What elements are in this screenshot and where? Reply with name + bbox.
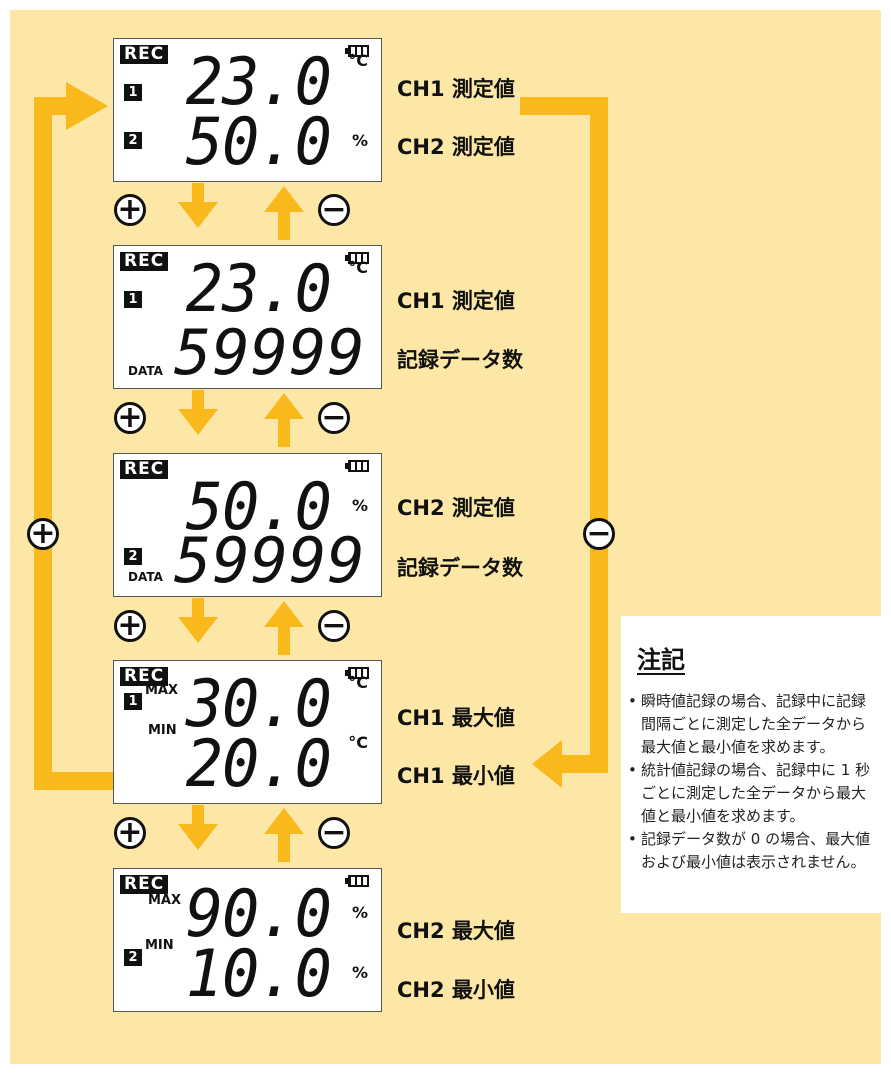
channel-2-badge: 2 bbox=[124, 949, 142, 966]
plus-key-icon: + bbox=[114, 816, 146, 850]
note-item: 瞬時値記録の場合、記録中に記録間隔ごとに測定した全データから最大値と最小値を求め… bbox=[625, 690, 879, 759]
max-reading: 90.0 bbox=[185, 875, 332, 952]
rec-indicator: REC bbox=[120, 667, 169, 686]
rec-indicator: REC bbox=[120, 875, 169, 894]
bottom-reading: 50.0 bbox=[185, 103, 332, 180]
lcd-panel-2: REC 1 DATA 23.0 °C 59999 bbox=[113, 245, 382, 389]
min-label: MIN bbox=[148, 723, 177, 738]
note-title: 注記 bbox=[637, 646, 685, 674]
channel-1-badge: 1 bbox=[124, 291, 142, 308]
data-label: DATA bbox=[128, 570, 163, 584]
plus-key-icon: + bbox=[114, 609, 146, 643]
minus-key-icon: − bbox=[583, 517, 615, 551]
left-loop-line bbox=[34, 97, 52, 790]
left-loop-top bbox=[34, 97, 68, 115]
panel-3-label-bottom: 記録データ数 bbox=[397, 556, 523, 580]
top-unit: % bbox=[351, 496, 368, 515]
max-label: MAX bbox=[148, 893, 182, 908]
panel-3-label-top: CH2 測定値 bbox=[397, 496, 515, 520]
top-reading: 23.0 bbox=[185, 250, 332, 327]
min-label: MIN bbox=[145, 938, 174, 953]
lcd-panel-3: REC 50.0 % 2 DATA 59999 bbox=[113, 453, 382, 597]
minus-key-icon: − bbox=[318, 193, 350, 227]
data-label: DATA bbox=[128, 364, 163, 378]
note-item: 統計値記録の場合、記録中に 1 秒ごとに測定した全データから最大値と最小値を求め… bbox=[625, 759, 879, 828]
bottom-unit: °C bbox=[348, 733, 368, 752]
minus-key-icon: − bbox=[318, 816, 350, 850]
lcd-panel-4: REC 1 MAX MIN 30.0 °C 20.0 °C bbox=[113, 660, 382, 804]
rec-indicator: REC bbox=[120, 460, 169, 479]
max-label: MAX bbox=[145, 683, 179, 698]
right-loop-arrowhead bbox=[532, 740, 562, 788]
right-loop-bottom bbox=[560, 755, 608, 773]
left-loop-arrowhead bbox=[66, 82, 108, 130]
right-loop-line bbox=[590, 97, 608, 773]
plus-key-icon: + bbox=[27, 517, 59, 551]
top-unit: °C bbox=[348, 673, 368, 692]
right-loop-top bbox=[520, 97, 608, 115]
lcd-panel-5: REC MAX 2 MIN 90.0 % 10.0 % bbox=[113, 868, 382, 1012]
top-unit: °C bbox=[348, 51, 368, 70]
panel-2-label-bottom: 記録データ数 bbox=[397, 348, 523, 372]
battery-icon bbox=[345, 875, 369, 887]
minus-key-icon: − bbox=[318, 401, 350, 435]
panel-2-label-top: CH1 測定値 bbox=[397, 289, 515, 313]
battery-icon bbox=[345, 667, 369, 679]
down-arrows bbox=[178, 183, 218, 850]
bottom-unit: % bbox=[351, 963, 368, 982]
data-count-reading: 59999 bbox=[174, 524, 366, 597]
lcd-panel-1: REC 1 2 23.0 °C 50.0 % bbox=[113, 38, 382, 182]
battery-icon bbox=[345, 460, 369, 472]
battery-icon bbox=[345, 45, 369, 57]
channel-2-badge: 2 bbox=[124, 132, 142, 149]
plus-key-icon: + bbox=[114, 193, 146, 227]
note-item: 記録データ数が 0 の場合、最大値および最小値は表示されません。 bbox=[625, 828, 879, 874]
channel-1-badge: 1 bbox=[124, 693, 142, 710]
bottom-unit: % bbox=[351, 131, 368, 150]
rec-indicator: REC bbox=[120, 252, 169, 271]
top-unit: % bbox=[351, 903, 368, 922]
top-unit: °C bbox=[348, 258, 368, 277]
top-reading: 23.0 bbox=[185, 43, 332, 120]
min-reading: 20.0 bbox=[185, 725, 332, 802]
note-box: 注記 瞬時値記録の場合、記録中に記録間隔ごとに測定した全データから最大値と最小値… bbox=[621, 616, 883, 913]
note-list: 瞬時値記録の場合、記録中に記録間隔ごとに測定した全データから最大値と最小値を求め… bbox=[625, 690, 879, 874]
panel-4-label-top: CH1 最大値 bbox=[397, 706, 515, 730]
plus-key-icon: + bbox=[114, 401, 146, 435]
panel-5-label-top: CH2 最大値 bbox=[397, 919, 515, 943]
max-reading: 30.0 bbox=[185, 665, 332, 742]
panel-1-label-top: CH1 測定値 bbox=[397, 77, 515, 101]
up-arrows bbox=[264, 186, 304, 862]
minus-key-icon: − bbox=[318, 609, 350, 643]
channel-1-badge: 1 bbox=[124, 84, 142, 101]
channel-2-badge: 2 bbox=[124, 548, 142, 565]
rec-indicator: REC bbox=[120, 45, 169, 64]
top-reading: 50.0 bbox=[185, 468, 332, 545]
battery-icon bbox=[345, 252, 369, 264]
panel-5-label-bottom: CH2 最小値 bbox=[397, 978, 515, 1002]
min-reading: 10.0 bbox=[185, 935, 332, 1012]
left-loop-bottom bbox=[34, 772, 114, 790]
panel-4-label-bottom: CH1 最小値 bbox=[397, 764, 515, 788]
data-count-reading: 59999 bbox=[174, 316, 366, 389]
panel-1-label-bottom: CH2 測定値 bbox=[397, 135, 515, 159]
